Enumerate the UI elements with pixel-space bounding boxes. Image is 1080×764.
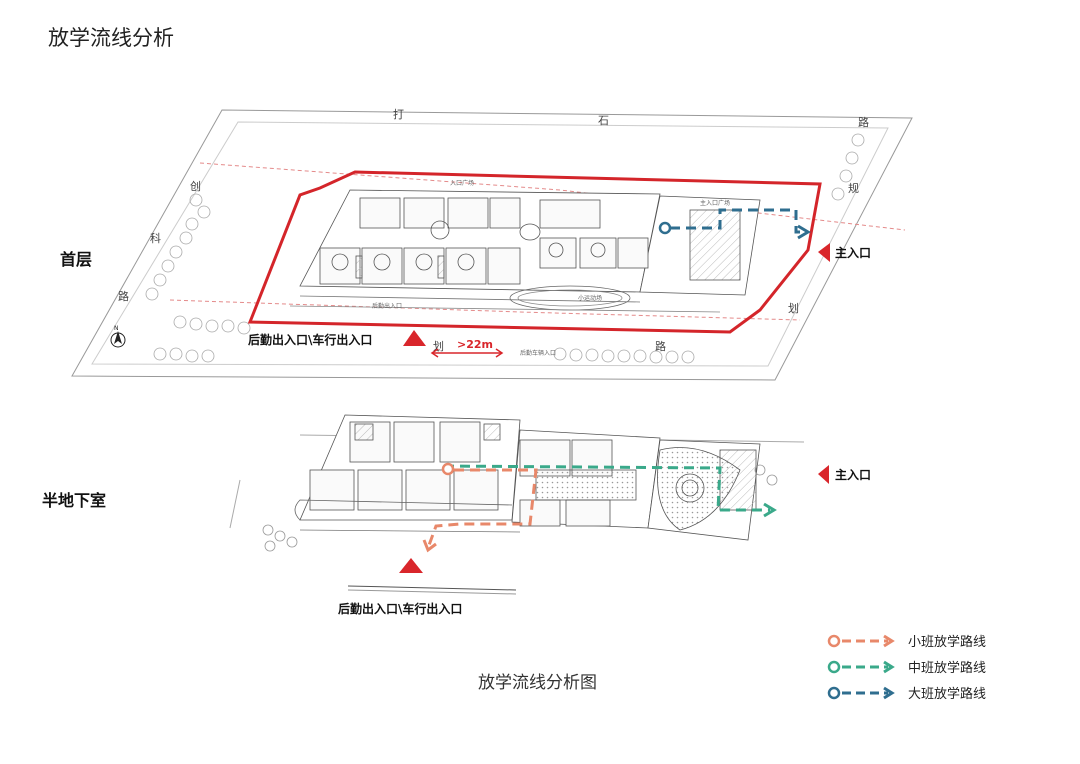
service-entrance-label: 后勤出入口\车行出入口 bbox=[248, 333, 373, 347]
svg-text:划: 划 bbox=[788, 302, 799, 315]
legend-item-middle-class: 中班放学路线 bbox=[826, 656, 1066, 678]
large-class-route-ground bbox=[658, 208, 811, 240]
small-class-route-icon bbox=[827, 634, 895, 648]
small-class-route-basement bbox=[422, 462, 538, 553]
middle-class-route-icon bbox=[827, 660, 895, 674]
svg-text:路: 路 bbox=[118, 290, 129, 303]
svg-text:创: 创 bbox=[190, 180, 201, 193]
figure-caption: 放学流线分析图 bbox=[478, 673, 597, 693]
page-title: 放学流线分析 bbox=[48, 26, 174, 50]
svg-text:划: 划 bbox=[433, 340, 444, 353]
service-entrance-arrow-icon bbox=[403, 330, 426, 346]
large-class-route-icon bbox=[827, 686, 895, 700]
svg-text:主入口广场: 主入口广场 bbox=[700, 199, 730, 207]
floor-label-ground: 首层 bbox=[60, 250, 93, 269]
svg-text:小运动场: 小运动场 bbox=[578, 294, 602, 302]
distance-label: >22m bbox=[457, 338, 493, 351]
svg-text:科: 科 bbox=[150, 231, 161, 245]
basement-main-entrance-arrow-icon bbox=[818, 465, 829, 484]
basement-service-entrance-arrow-icon bbox=[399, 558, 423, 573]
svg-text:后勤出入口: 后勤出入口 bbox=[372, 302, 402, 310]
svg-text:规: 规 bbox=[848, 181, 859, 195]
ground-floor-boundary bbox=[247, 170, 822, 334]
legend-label: 中班放学路线 bbox=[908, 661, 987, 676]
svg-text:打: 打 bbox=[393, 107, 404, 121]
svg-text:路: 路 bbox=[655, 340, 666, 353]
svg-text:石: 石 bbox=[598, 114, 609, 127]
svg-text:N: N bbox=[114, 325, 119, 332]
main-entrance-label: 主入口 bbox=[835, 246, 872, 260]
ground-floor-building bbox=[289, 189, 761, 313]
ground-floor-plan: 入口广场 主入口广场 后勤出入口 小运动场 后勤车辆入口 打 石 路 创 科 路… bbox=[71, 107, 913, 381]
main-entrance-arrow-icon bbox=[818, 243, 830, 262]
tree-row bbox=[145, 133, 865, 364]
legend-label: 小班放学路线 bbox=[908, 635, 987, 650]
north-arrow-icon: N bbox=[110, 325, 126, 348]
svg-text:路: 路 bbox=[858, 116, 869, 129]
svg-text:入口广场: 入口广场 bbox=[450, 179, 474, 187]
basement-main-entrance-label: 主入口 bbox=[835, 468, 872, 482]
middle-class-route-basement bbox=[443, 464, 777, 518]
basement-plan bbox=[229, 414, 829, 595]
legend-item-small-class: 小班放学路线 bbox=[826, 630, 1066, 652]
svg-text:后勤车辆入口: 后勤车辆入口 bbox=[520, 349, 556, 357]
distance-dimension-icon bbox=[430, 348, 504, 358]
legend-label: 大班放学路线 bbox=[908, 687, 987, 702]
basement-service-entrance-label: 后勤出入口\车行出入口 bbox=[338, 602, 463, 616]
legend-item-large-class: 大班放学路线 bbox=[826, 682, 1066, 704]
floor-label-basement: 半地下室 bbox=[42, 491, 107, 510]
